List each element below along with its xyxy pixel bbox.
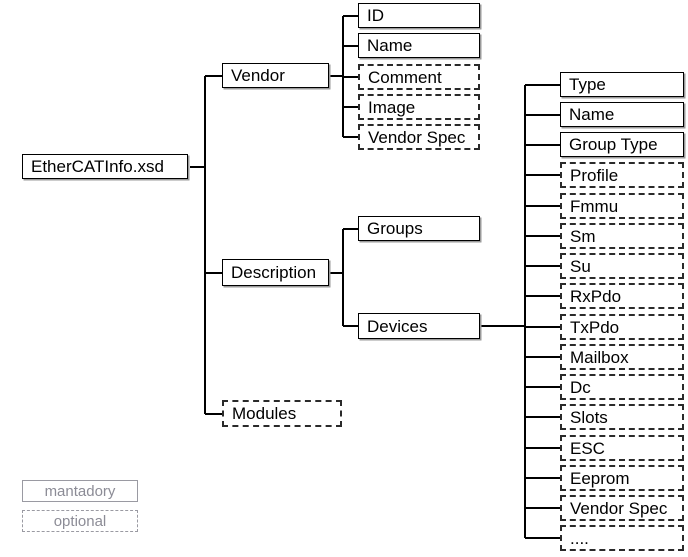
node-modules[interactable]: Modules	[222, 400, 342, 427]
node-vendor-child-image[interactable]: Image	[358, 94, 480, 120]
node-device-fmmu[interactable]: Fmmu	[560, 193, 684, 219]
node-device-group-type[interactable]: Group Type	[560, 132, 684, 157]
node-vendor-child-id[interactable]: ID	[358, 3, 480, 28]
node-vendor-child-vendor-spec[interactable]: Vendor Spec	[358, 124, 480, 150]
node-device-type[interactable]: Type	[560, 72, 684, 97]
node-device-vendor-spec[interactable]: Vendor Spec	[560, 495, 684, 521]
node-device-rxpdo[interactable]: RxPdo	[560, 283, 684, 309]
legend-optional: optional	[22, 510, 138, 532]
node-description[interactable]: Description	[222, 259, 329, 286]
legend-mandatory: mantadory	[22, 480, 138, 502]
node-device-su[interactable]: Su	[560, 253, 684, 279]
node-device-esc[interactable]: ESC	[560, 435, 684, 461]
node-device-name[interactable]: Name	[560, 102, 684, 127]
node-device-mailbox[interactable]: Mailbox	[560, 344, 684, 370]
node-device-slots[interactable]: Slots	[560, 404, 684, 430]
node-device-eeprom[interactable]: Eeprom	[560, 465, 684, 491]
node-vendor-child-name[interactable]: Name	[358, 33, 480, 58]
node-device-more[interactable]: ....	[560, 525, 684, 551]
node-vendor-child-comment[interactable]: Comment	[358, 64, 480, 90]
node-device-txpdo[interactable]: TxPdo	[560, 314, 684, 340]
node-device-dc[interactable]: Dc	[560, 374, 684, 400]
node-device-sm[interactable]: Sm	[560, 223, 684, 249]
node-root[interactable]: EtherCATInfo.xsd	[22, 154, 188, 179]
node-devices[interactable]: Devices	[358, 313, 480, 339]
node-groups[interactable]: Groups	[358, 216, 480, 241]
node-vendor[interactable]: Vendor	[222, 63, 329, 88]
node-device-profile[interactable]: Profile	[560, 162, 684, 188]
